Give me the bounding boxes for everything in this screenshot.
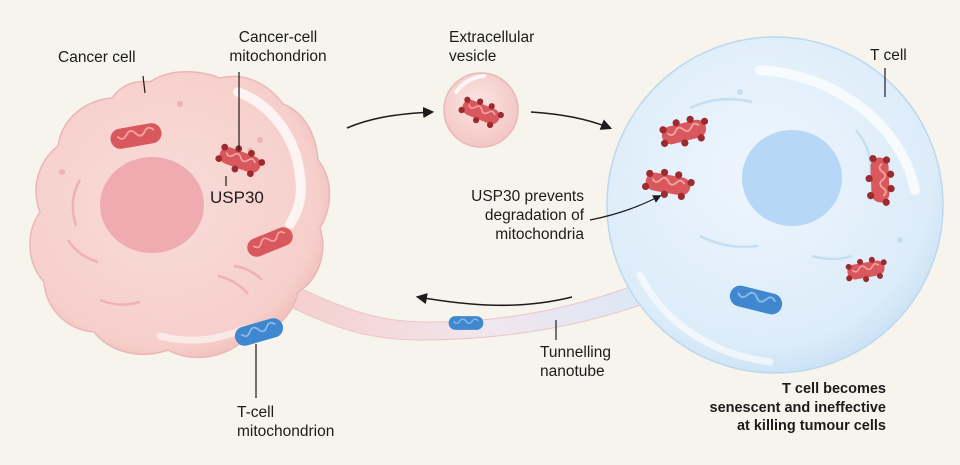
outcome-statement: T cell becomes senescent and ineffective… [709,381,887,434]
leader-cancer-cell [142,75,146,94]
transfer-arrow-to-cancer-cell [415,293,573,307]
t-cell-mitochondrion-in-tube [448,315,484,331]
label-cancer-cell: Cancer cell [58,49,136,66]
transfer-arrow-to-vesicle [346,106,435,129]
label-usp30: USP30 [210,188,264,207]
label-extracellular-vesicle: Extracellular vesicle [449,29,535,65]
cancer-nucleus [100,157,204,253]
label-t-cell: T cell [870,47,907,64]
label-t-cell-mitochondrion: T-cell mitochondrion [237,404,335,440]
label-cancer-mitochondrion: Cancer-cell mitochondrion [229,29,327,65]
cancer-cell [29,71,331,359]
label-tunnelling-nanotube: Tunnelling nanotube [540,344,611,380]
t-cell [606,36,944,374]
label-usp30-note: USP30 prevents degradation of mitochondr… [471,188,584,243]
usp30-note-arrow [589,195,662,221]
extracellular-vesicle [443,72,519,148]
t-nucleus [742,130,842,226]
transfer-arrow-to-t-cell [530,111,613,130]
